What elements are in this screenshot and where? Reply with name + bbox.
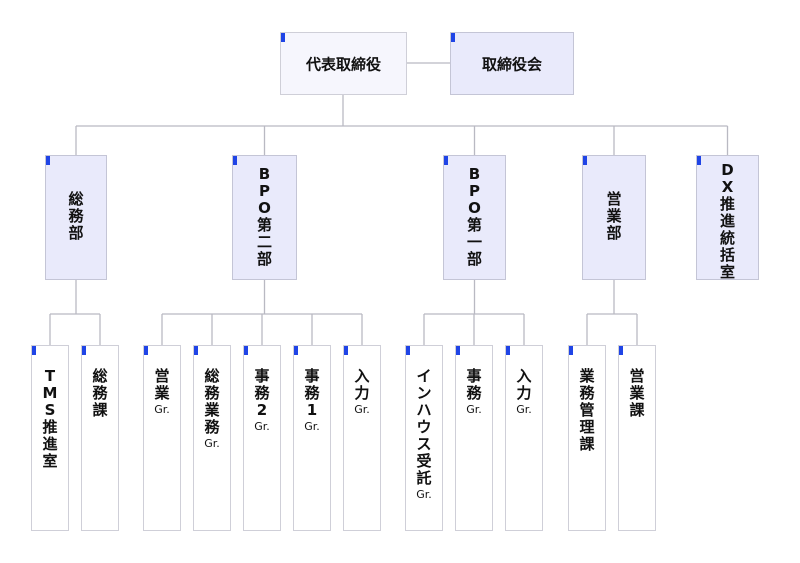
section-soumuka-label: 総務課 bbox=[92, 367, 108, 419]
department-eigyo-label: 営業部 bbox=[606, 190, 622, 242]
department-soumu-label: 総務部 bbox=[68, 190, 84, 242]
ceo-label: 代表取締役 bbox=[305, 55, 381, 73]
board-box[interactable]: 取締役会 bbox=[450, 32, 574, 95]
section-eigyoka-label: 営業課 bbox=[629, 367, 645, 419]
section-box-gyomukanri[interactable]: 業務管理課 bbox=[568, 345, 606, 531]
department-box-soumu[interactable]: 総務部 bbox=[45, 155, 107, 280]
section-box-soumuka[interactable]: 総務課 bbox=[81, 345, 119, 531]
section-box-eigyoka[interactable]: 営業課 bbox=[618, 345, 656, 531]
section-gyomukanri-label: 業務管理課 bbox=[579, 367, 595, 453]
ceo-box[interactable]: 代表取締役 bbox=[280, 32, 407, 95]
department-box-eigyo[interactable]: 営業部 bbox=[582, 155, 646, 280]
board-label: 取締役会 bbox=[481, 55, 542, 73]
